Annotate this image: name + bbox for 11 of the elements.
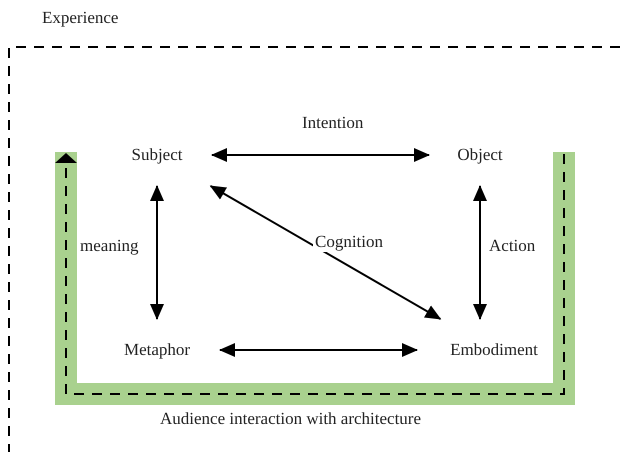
double-arrow (211, 148, 430, 162)
node-label: Object (456, 144, 504, 166)
node-label: Metaphor (122, 339, 192, 361)
frame-title: Experience (42, 8, 118, 28)
double-arrow (473, 185, 487, 320)
double-arrow (150, 185, 164, 320)
double-arrow (210, 185, 442, 320)
band-caption: Audience interaction with architecture (160, 409, 422, 429)
double-arrow (219, 343, 418, 357)
node-label: Embodiment (449, 339, 539, 361)
node-label: Subject (130, 144, 184, 166)
